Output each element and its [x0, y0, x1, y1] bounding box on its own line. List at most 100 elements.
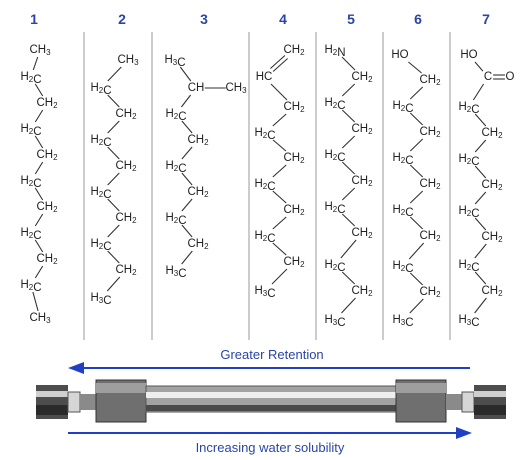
bond-2-3 [107, 146, 120, 160]
bond-7-4 [474, 139, 487, 153]
group-label-7-6: CH2 [481, 179, 503, 192]
group-label-5-4: H2C [324, 149, 345, 164]
group-label-3-4: CH2 [187, 134, 209, 147]
group-label-7-3: H2C [458, 101, 479, 116]
bond-7-3 [474, 113, 487, 127]
bond-7-9 [474, 271, 487, 285]
right-fitting-highlight [396, 383, 446, 393]
group-label-7-4: CH2 [481, 127, 503, 140]
group-label-1-10: CH3 [29, 312, 51, 325]
group-label-7-2: O [506, 71, 515, 83]
group-label-6-3: CH2 [419, 126, 441, 139]
bond-1-3 [34, 135, 44, 149]
group-label-6-1: CH2 [419, 74, 441, 87]
bond-3-8 [181, 250, 193, 265]
bond-1-6 [34, 213, 44, 227]
group-label-4-9: H3C [254, 285, 275, 300]
group-label-1-2: CH2 [36, 97, 58, 110]
group-label-6-9: CH2 [419, 286, 441, 299]
column-schematic: Greater Retention Increasing water solub… [36, 347, 506, 455]
bond-1-1 [34, 83, 44, 97]
bond-1-5 [34, 187, 44, 201]
column-number-5: 5 [347, 11, 355, 27]
group-label-4-8: CH2 [283, 256, 305, 269]
bond-3-5 [181, 172, 193, 186]
group-label-2-7: H2C [90, 238, 111, 253]
bond-4-7 [272, 242, 287, 256]
group-label-1-1: H2C [20, 71, 41, 86]
bond-7-0 [474, 61, 484, 72]
group-label-4-2: CH2 [283, 101, 305, 114]
group-label-3-7: H2C [165, 212, 186, 227]
group-label-6-0: HO [391, 49, 408, 61]
group-label-6-10: H3C [392, 314, 413, 329]
group-label-2-8: CH2 [115, 264, 137, 277]
group-label-2-9: H3C [90, 292, 111, 307]
bond-4-0-double-1 [270, 55, 286, 69]
group-label-7-0: HO [460, 49, 477, 61]
left-ferrule [80, 394, 96, 410]
column-body-highlight [146, 392, 396, 398]
bond-3-4 [181, 146, 193, 160]
group-label-1-3: H2C [20, 123, 41, 138]
bond-1-2 [34, 109, 44, 123]
bond-7-10 [474, 297, 487, 314]
group-label-4-0: CH2 [283, 44, 305, 57]
bond-4-8 [271, 268, 288, 285]
bond-5-7 [340, 239, 357, 259]
bond-6-4 [409, 164, 424, 178]
group-label-5-3: CH2 [351, 123, 373, 136]
bond-7-7 [474, 217, 487, 231]
group-label-5-6: H2C [324, 201, 345, 216]
column-body-shadow [146, 405, 396, 411]
group-label-7-5: H2C [458, 153, 479, 168]
group-label-1-6: CH2 [36, 201, 58, 214]
group-label-5-1: CH2 [351, 71, 373, 84]
group-label-3-6: CH2 [187, 186, 209, 199]
group-label-6-2: H2C [392, 100, 413, 115]
bond-2-7 [107, 250, 120, 264]
bond-3-7 [181, 224, 193, 238]
group-label-3-0: H3C [164, 54, 185, 69]
group-label-7-9: H2C [458, 259, 479, 274]
group-label-2-0: CH3 [117, 54, 139, 67]
bond-7-8 [474, 243, 487, 259]
bond-4-4 [272, 164, 287, 178]
bond-7-6 [474, 191, 487, 205]
bond-6-8 [409, 272, 424, 286]
group-label-5-8: H2C [324, 259, 345, 274]
group-label-1-4: CH2 [36, 149, 58, 162]
right-nut-highlight [474, 391, 506, 397]
bond-3-6 [181, 198, 193, 212]
group-label-6-7: CH2 [419, 230, 441, 243]
group-label-2-5: H2C [90, 186, 111, 201]
bond-6-5 [409, 190, 424, 204]
bond-5-4 [341, 161, 356, 175]
column-number-7: 7 [482, 11, 490, 27]
bond-6-1 [409, 86, 424, 100]
group-label-1-9: H2C [20, 279, 41, 294]
bond-7-5 [474, 165, 487, 179]
group-label-5-9: CH2 [351, 285, 373, 298]
group-label-5-7: CH2 [351, 227, 373, 240]
hplc-column [36, 379, 506, 423]
bond-2-8 [106, 276, 121, 292]
bond-6-6 [409, 216, 424, 230]
bond-4-0-double-0 [272, 58, 288, 72]
group-label-6-4: H2C [392, 152, 413, 167]
group-label-4-1: HC [256, 71, 273, 83]
bond-5-1 [341, 83, 356, 97]
group-label-2-6: CH2 [115, 212, 137, 225]
group-label-7-1: C [484, 71, 492, 83]
bond-1-7 [34, 239, 44, 253]
bond-5-6 [341, 213, 356, 227]
bond-4-5 [272, 190, 287, 204]
left-nut-highlight [36, 391, 68, 397]
group-label-1-0: CH3 [29, 44, 51, 57]
